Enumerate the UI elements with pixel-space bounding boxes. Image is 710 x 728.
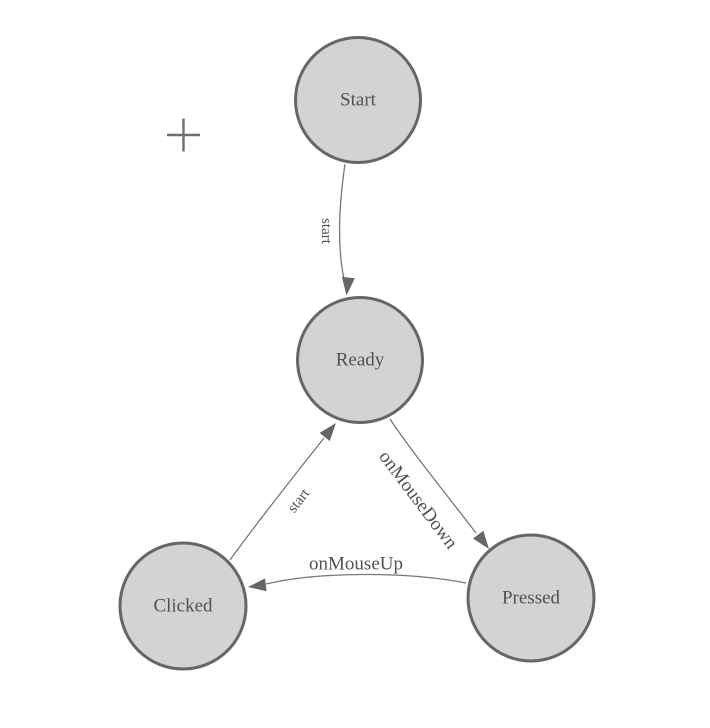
node-circle[interactable]: [118, 541, 248, 671]
edge-clicked-to-ready[interactable]: [229, 419, 341, 561]
edge-label-ready-to-pressed: onMouseDown: [374, 447, 462, 554]
edge-path[interactable]: [389, 418, 477, 534]
node-ready[interactable]: Ready: [296, 296, 424, 424]
crosshair-plus-icon: [167, 118, 200, 152]
edge-path[interactable]: [229, 437, 325, 561]
node-start[interactable]: Start: [294, 36, 422, 164]
node-label: Ready: [336, 350, 385, 371]
node-circle[interactable]: [296, 296, 424, 424]
arrowhead-icon: [472, 530, 489, 549]
node-circle[interactable]: [294, 36, 422, 164]
edge-pressed-to-clicked[interactable]: [247, 573, 467, 593]
edge-ready-to-pressed[interactable]: [389, 418, 494, 553]
node-label: Pressed: [502, 588, 561, 609]
edge-label-clicked-to-ready: start: [285, 485, 314, 516]
edge-path[interactable]: [338, 163, 346, 280]
node-clicked[interactable]: Clicked: [118, 541, 248, 671]
edge-path[interactable]: [265, 573, 467, 585]
node-label: Start: [340, 90, 377, 111]
node-pressed[interactable]: Pressed: [466, 533, 596, 663]
arrowhead-icon: [248, 578, 267, 592]
edge-label-pressed-to-clicked: onMouseUp: [309, 554, 403, 575]
edge-label-start-to-ready: start: [318, 218, 334, 245]
arrowhead-icon: [341, 276, 355, 296]
node-circle[interactable]: [466, 533, 596, 663]
arrowhead-icon: [319, 423, 336, 442]
edge-start-to-ready[interactable]: [338, 163, 355, 296]
node-label: Clicked: [153, 596, 213, 617]
